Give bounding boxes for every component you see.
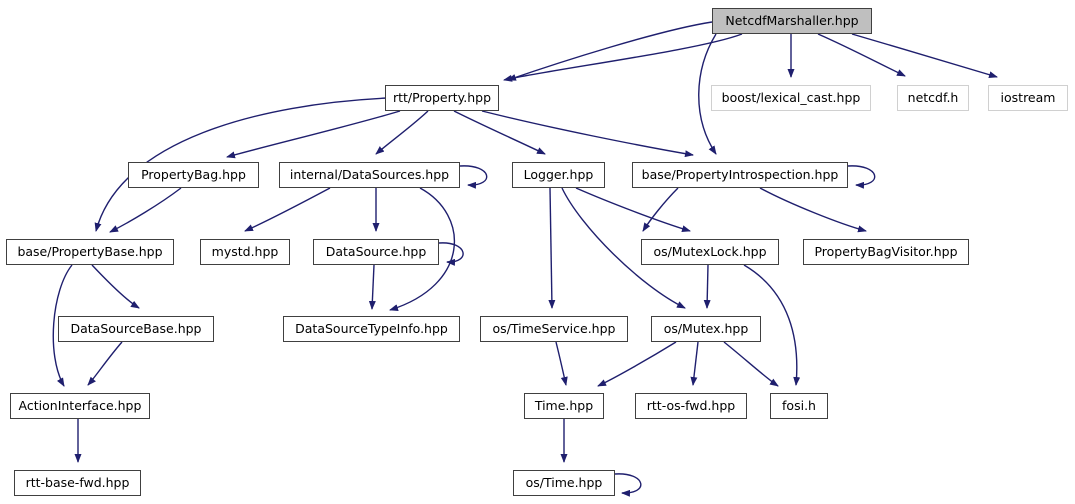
node-datasourcebase[interactable]: DataSourceBase.hpp (58, 316, 214, 342)
edge-group (52, 21, 998, 497)
node-label: boost/lexical_cast.hpp (721, 89, 861, 105)
node-propertybagvisitor[interactable]: PropertyBagVisitor.hpp (803, 239, 969, 265)
node-label: DataSource.hpp (325, 243, 427, 259)
node-label: Logger.hpp (523, 166, 594, 182)
edge-base_propertyintrospection-to-propertybagvisitor (759, 187, 867, 233)
edge-logger-to-os_timeservice (548, 187, 556, 309)
edge-internal_datasources-to-mystd (244, 187, 331, 232)
node-actioninterface[interactable]: ActionInterface.hpp (10, 393, 150, 419)
node-os_timeservice[interactable]: os/TimeService.hpp (480, 316, 628, 342)
node-label: internal/DataSources.hpp (289, 166, 450, 182)
node-rtt_os_fwd[interactable]: rtt-os-fwd.hpp (635, 393, 747, 419)
edge-base_propertyintrospection-to-base_propertyintrospection (847, 165, 876, 189)
edge-rtt_property-to-base_propertyintrospection (481, 110, 694, 158)
node-label: os/TimeService.hpp (492, 320, 616, 336)
node-label: PropertyBagVisitor.hpp (814, 243, 958, 259)
edge-os_mutex-to-rtt_os_fwd (690, 341, 699, 386)
node-boost_lexical_cast[interactable]: boost/lexical_cast.hpp (711, 85, 871, 111)
edge-logger-to-os_mutexlock (575, 187, 691, 233)
node-label: os/MutexLock.hpp (653, 243, 767, 259)
edge-netcdfmarshaller-to-iostream (851, 33, 998, 79)
edge-base_propertybase-to-actioninterface (52, 264, 73, 387)
edge-datasource-to-datasourcetypeinfo (368, 264, 376, 310)
edge-rtt_property-to-logger (453, 110, 546, 155)
edge-os_mutex-to-fosi (723, 341, 779, 387)
edge-base_propertybase-to-datasourcebase (91, 264, 140, 309)
edge-netcdfmarshaller-to-base_propertyintrospection (698, 33, 717, 155)
node-rtt_property[interactable]: rtt/Property.hpp (385, 85, 499, 111)
edge-base_propertyintrospection-to-os_mutexlock (642, 187, 679, 232)
node-fosi[interactable]: fosi.h (770, 393, 828, 419)
node-label: ActionInterface.hpp (18, 397, 142, 413)
node-datasource[interactable]: DataSource.hpp (313, 239, 439, 265)
node-netcdfmarshaller[interactable]: NetcdfMarshaller.hpp (712, 8, 872, 34)
node-label: base/PropertyIntrospection.hpp (641, 166, 839, 182)
node-label: os/Time.hpp (525, 474, 603, 490)
node-internal_datasources[interactable]: internal/DataSources.hpp (279, 162, 460, 188)
edge-rtt_property-to-internal_datasources (375, 110, 429, 155)
node-netcdf_h[interactable]: netcdf.h (897, 85, 969, 111)
node-label: netcdf.h (907, 89, 959, 105)
edge-os_mutexlock-to-os_mutex (703, 264, 711, 309)
edge-datasource-to-datasource (438, 242, 464, 266)
node-os_time[interactable]: os/Time.hpp (513, 470, 615, 496)
edge-os_time-to-os_time (614, 473, 642, 497)
edge-rtt_property-to-base_propertybase (94, 97, 389, 232)
node-label: fosi.h (782, 397, 816, 413)
node-label: base/PropertyBase.hpp (17, 243, 163, 259)
node-label: PropertyBag.hpp (141, 166, 246, 182)
edge-os_timeservice-to-time (555, 341, 568, 386)
edge-rtt_property-to-propertybag (226, 110, 401, 159)
node-label: rtt/Property.hpp (392, 89, 492, 105)
node-os_mutex[interactable]: os/Mutex.hpp (651, 316, 761, 342)
node-base_propertyintrospection[interactable]: base/PropertyIntrospection.hpp (632, 162, 848, 188)
edge-datasourcebase-to-actioninterface (87, 341, 123, 386)
node-propertybag[interactable]: PropertyBag.hpp (128, 162, 259, 188)
node-label: DataSourceTypeInfo.hpp (295, 320, 448, 336)
node-label: rtt-base-fwd.hpp (25, 474, 130, 490)
node-label: rtt-os-fwd.hpp (646, 397, 736, 413)
node-datasourcetypeinfo[interactable]: DataSourceTypeInfo.hpp (283, 316, 460, 342)
node-label: iostream (1000, 89, 1056, 105)
node-label: Time.hpp (534, 397, 594, 413)
node-label: os/Mutex.hpp (663, 320, 749, 336)
edge-os_mutexlock-to-fosi (743, 264, 801, 386)
node-label: mystd.hpp (211, 243, 279, 259)
node-label: DataSourceBase.hpp (70, 320, 202, 336)
edge-logger-to-os_mutex (561, 187, 686, 309)
node-label: NetcdfMarshaller.hpp (725, 12, 859, 28)
node-iostream[interactable]: iostream (988, 85, 1068, 111)
edge-os_mutex-to-time (597, 341, 677, 387)
node-base_propertybase[interactable]: base/PropertyBase.hpp (6, 239, 174, 265)
edge-internal_datasources-to-datasourcetypeinfo (389, 187, 455, 311)
node-mystd[interactable]: mystd.hpp (200, 239, 290, 265)
node-time[interactable]: Time.hpp (524, 393, 604, 419)
edge-netcdfmarshaller-to-netcdf_h (817, 33, 906, 77)
node-rtt_base_fwd[interactable]: rtt-base-fwd.hpp (14, 470, 141, 496)
node-os_mutexlock[interactable]: os/MutexLock.hpp (641, 239, 779, 265)
edge-netcdfmarshaller-to-rtt_property (507, 21, 713, 81)
edge-internal_datasources-to-internal_datasources (459, 165, 488, 189)
edge-netcdfmarshaller-to-rtt_property (503, 33, 743, 82)
node-logger[interactable]: Logger.hpp (512, 162, 605, 188)
edge-propertybag-to-base_propertybase (109, 187, 182, 233)
